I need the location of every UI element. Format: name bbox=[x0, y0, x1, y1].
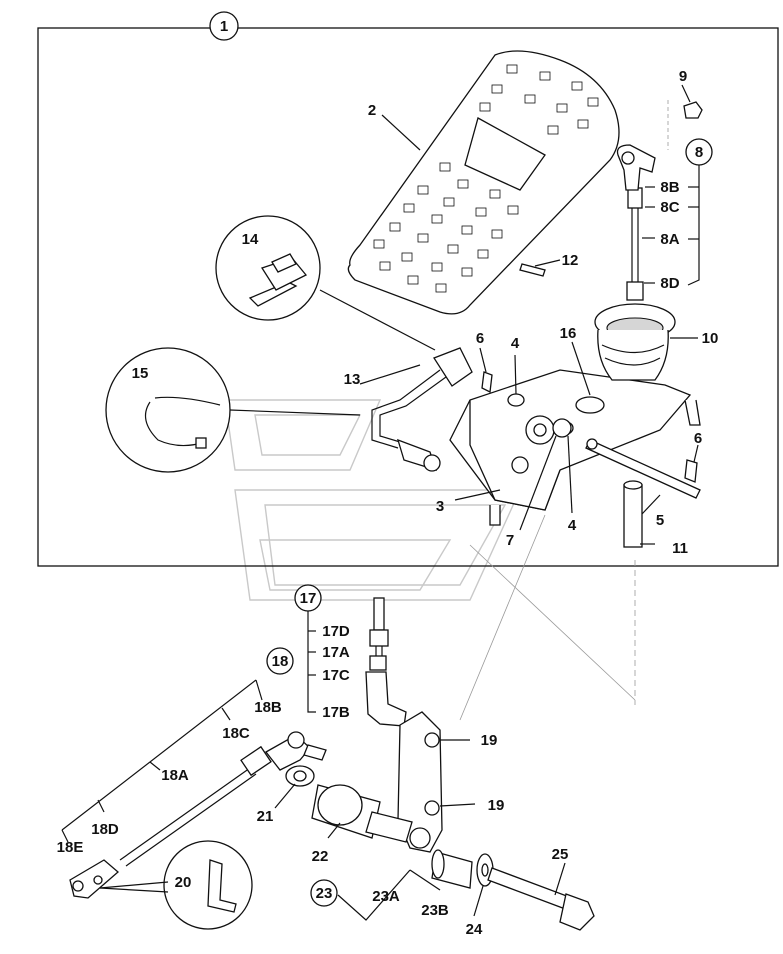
label-21: 21 bbox=[257, 808, 274, 825]
label-17: 17 bbox=[300, 590, 317, 607]
label-19b: 19 bbox=[488, 797, 505, 814]
screw-12 bbox=[519, 263, 546, 277]
label-23A: 23A bbox=[372, 888, 400, 905]
label-17C: 17C bbox=[322, 667, 350, 684]
detail-inset-14 bbox=[215, 215, 436, 351]
label-18A: 18A bbox=[161, 767, 189, 784]
label-3: 3 bbox=[436, 498, 444, 515]
detail-inset-20 bbox=[99, 840, 253, 930]
rod-17 bbox=[365, 597, 407, 727]
label-1: 1 bbox=[220, 18, 228, 35]
label-6a: 6 bbox=[476, 330, 484, 347]
label-8A: 8A bbox=[660, 231, 679, 248]
label-22: 22 bbox=[312, 848, 329, 865]
label-18E: 18E bbox=[57, 839, 84, 856]
label-9: 9 bbox=[679, 68, 687, 85]
label-17D: 17D bbox=[322, 623, 350, 640]
washer-7 bbox=[552, 418, 572, 438]
bushing-23B bbox=[431, 849, 473, 889]
label-24: 24 bbox=[466, 921, 483, 938]
bolt-4a bbox=[507, 393, 525, 407]
shift-boot bbox=[594, 303, 676, 381]
lever-23 bbox=[397, 711, 443, 853]
label-20: 20 bbox=[175, 874, 192, 891]
shifter-plate bbox=[347, 50, 620, 315]
label-6b: 6 bbox=[694, 430, 702, 447]
bushing-21 bbox=[285, 765, 315, 787]
label-13: 13 bbox=[344, 371, 361, 388]
callout-circles bbox=[209, 11, 713, 907]
label-18D: 18D bbox=[91, 821, 119, 838]
label-12: 12 bbox=[562, 252, 579, 269]
label-10: 10 bbox=[702, 330, 719, 347]
shift-rod-8 bbox=[616, 144, 656, 301]
pin-5 bbox=[585, 438, 701, 499]
label-23: 23 bbox=[316, 885, 333, 902]
label-8B: 8B bbox=[660, 179, 679, 196]
callout-labels: 1 2 3 4 4 5 6 6 7 8 8B 8C 8A 8D 9 10 11 … bbox=[57, 18, 719, 938]
label-19a: 19 bbox=[481, 732, 498, 749]
label-23B: 23B bbox=[421, 902, 449, 919]
label-16: 16 bbox=[560, 325, 577, 342]
label-7: 7 bbox=[506, 532, 514, 549]
label-11: 11 bbox=[672, 540, 688, 557]
label-18C: 18C bbox=[222, 725, 250, 742]
label-4b: 4 bbox=[568, 517, 577, 534]
label-15: 15 bbox=[132, 365, 149, 382]
label-5: 5 bbox=[656, 512, 664, 529]
label-8D: 8D bbox=[660, 275, 679, 292]
bolt-25 bbox=[487, 867, 595, 931]
label-8: 8 bbox=[695, 144, 703, 161]
label-4a: 4 bbox=[511, 335, 520, 352]
label-25: 25 bbox=[552, 846, 569, 863]
cable-13 bbox=[371, 347, 473, 472]
label-17A: 17A bbox=[322, 644, 350, 661]
watermark-logo bbox=[224, 399, 522, 601]
rod-18 bbox=[69, 731, 327, 899]
label-18: 18 bbox=[272, 653, 289, 670]
leader-lines bbox=[274, 84, 699, 917]
clip-6b bbox=[684, 459, 698, 483]
label-8C: 8C bbox=[660, 199, 679, 216]
dashed-guides bbox=[459, 514, 636, 721]
spacer-11 bbox=[623, 480, 643, 548]
bushing-22 bbox=[311, 784, 413, 843]
group-brackets bbox=[61, 165, 700, 921]
bracket-assembly bbox=[449, 369, 701, 526]
assembly-frame bbox=[37, 27, 779, 567]
washer-16 bbox=[575, 396, 605, 414]
nut-9 bbox=[683, 101, 703, 119]
clip-6a bbox=[481, 371, 493, 393]
label-17B: 17B bbox=[322, 704, 350, 721]
label-14: 14 bbox=[242, 231, 259, 248]
label-2: 2 bbox=[368, 102, 376, 119]
label-18B: 18B bbox=[254, 699, 282, 716]
detail-inset-15 bbox=[105, 347, 361, 473]
